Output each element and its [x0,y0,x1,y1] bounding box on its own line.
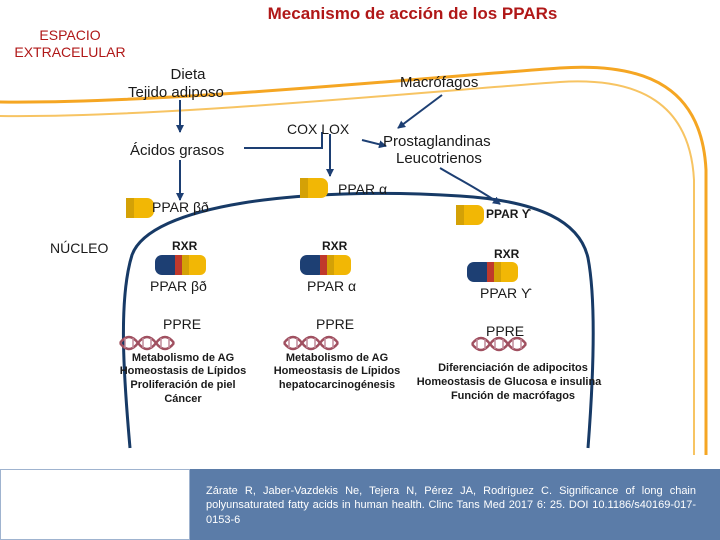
ppar-g-single [456,205,484,225]
label-acidos-grasos: Ácidos grasos [130,142,225,159]
label-dieta: Dieta [170,66,206,83]
cell-membrane-inner [0,80,695,455]
effect-3-1: Diferenciación de adipocitos [438,362,588,374]
label-ppar-bd: PPAR βð [150,278,207,294]
line-acidos-to-cox [244,132,323,149]
label-ppre-1: PPRE [163,316,202,332]
effect-3-2: Homeostasis de Glucosa e insulina [416,376,602,388]
dna-icon-3 [470,336,528,352]
page-title: Mecanismo de acción de los PPARs [267,4,558,23]
ppar-a-single [300,178,328,198]
arrow-macrofagos-to-cox [397,94,443,129]
ppar-bd-single [126,198,154,218]
footer-blank-box [0,469,190,540]
effect-1-2: Homeostasis de Lípidos [119,365,247,377]
nuclear-membrane [121,191,595,449]
label-ppar-a: PPAR α [307,278,357,294]
effect-1-1: Metabolismo de AG [131,352,235,364]
effect-3-3: Función de macrófagos [450,390,576,402]
label-rxr-1: RXR [172,239,198,253]
effect-1-3: Proliferación de piel [130,379,236,391]
effect-2-1: Metabolismo de AG [285,352,389,364]
dna-icon-1 [118,335,176,351]
label-cox-lox: COX LOX [287,121,350,137]
label-ppre-3: PPRE [486,323,525,339]
effect-2-2: Homeostasis de Lípidos [273,365,401,377]
label-leucotrienos: Leucotrienos [396,150,482,167]
label-nucleo: NÚCLEO [50,240,109,256]
citation-text: Zárate R, Jaber-Vazdekis Ne, Tejera N, P… [206,485,696,526]
label-tejido-adiposo: Tejido adiposo [128,84,224,101]
label-espacio: ESPACIO [39,27,101,43]
label-ppre-2: PPRE [316,316,355,332]
label-macrofagos: Macrófagos [400,74,479,91]
cell-membrane-outer [0,65,708,455]
label-ppar-g-top: PPAR ϒ [486,207,532,221]
label-ppar-a-top: PPAR α [338,181,388,197]
label-rxr-2: RXR [322,239,348,253]
label-rxr-3: RXR [494,247,520,261]
arrow-prosta-to-ppar-g [439,167,501,205]
rxr-ppar-g-complex [467,262,518,282]
label-ppar-g: PPAR ϒ [480,285,532,301]
dna-icon-2 [282,335,340,351]
arrow-cox-to-prosta [361,139,387,149]
label-ppar-bd-top: PPAR βð [152,199,209,215]
rxr-ppar-bd-complex [155,255,206,275]
label-prostaglandinas: Prostaglandinas [383,133,491,150]
effect-2-3: hepatocarcinogénesis [278,379,396,391]
effect-1-4: Cáncer [164,393,202,405]
rxr-ppar-a-complex [300,255,351,275]
label-extracelular: EXTRACELULAR [14,44,126,60]
